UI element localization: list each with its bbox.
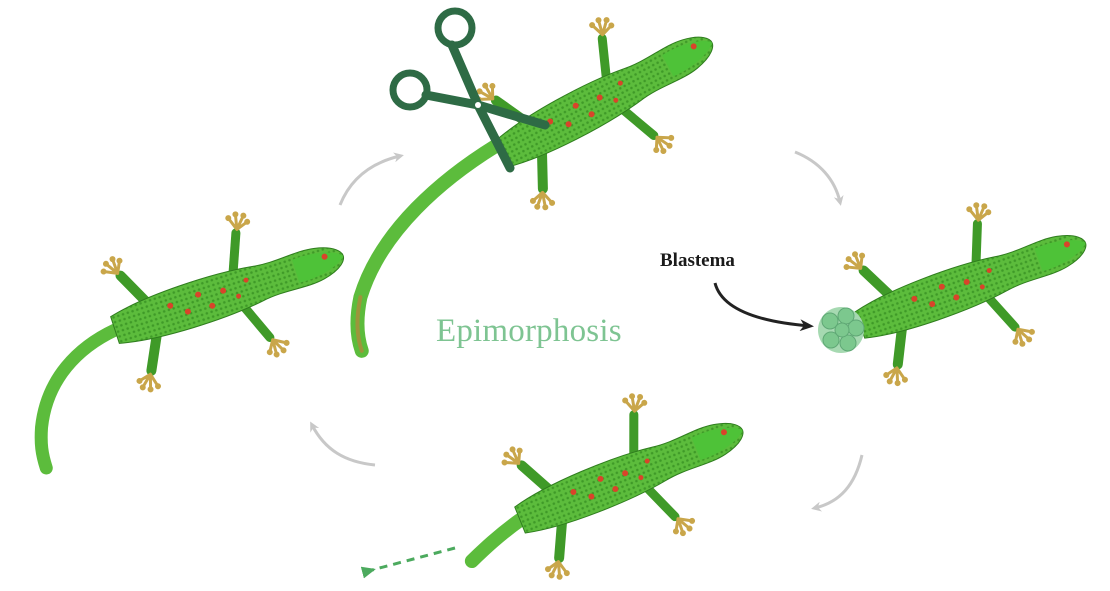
blastema-pointer-arrow-icon	[715, 283, 810, 326]
lizard-icon	[435, 357, 772, 586]
cycle-arrow-icon	[340, 156, 400, 205]
center-label: Epimorphosis	[436, 313, 622, 350]
cycle-arrow-icon	[312, 425, 375, 465]
lizard-icon	[274, 0, 763, 351]
lizard-icon	[0, 181, 377, 468]
detached-tail-arrow-icon	[372, 548, 455, 570]
blastema-cells-icon	[818, 307, 864, 353]
cycle-arrow-icon	[795, 152, 840, 202]
blastema-label: Blastema	[660, 250, 735, 272]
cycle-arrow-icon	[815, 455, 862, 508]
lizard-icon	[833, 169, 1110, 400]
